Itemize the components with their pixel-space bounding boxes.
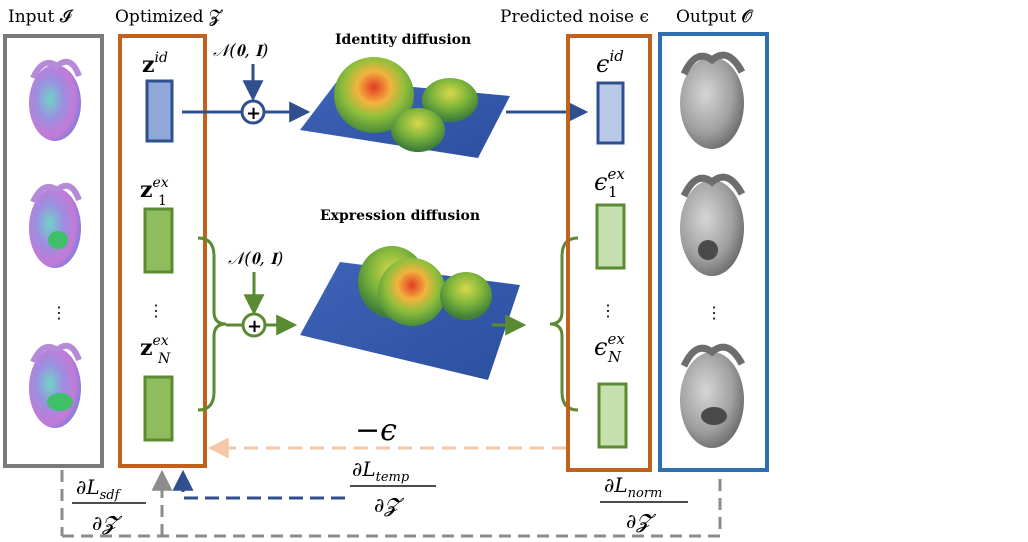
grad-norm-den: ∂𝓩	[626, 509, 656, 533]
eps-id-label: ϵid	[596, 47, 624, 78]
header-optimized: Optimized 𝓩	[115, 7, 223, 27]
input-frame	[3, 34, 104, 468]
expression-brace-right	[549, 236, 579, 412]
output-face-3	[680, 343, 746, 448]
input-face-3	[29, 342, 82, 428]
identity-diffusion-surface	[300, 57, 510, 158]
neg-eps-label: −ϵ	[355, 413, 397, 448]
header-predicted-noise: Predicted noise ϵ	[500, 7, 649, 27]
grad-temp-den: ∂𝓩	[374, 493, 404, 517]
grad-sdf: ∂Lsdf ∂𝓩	[72, 475, 146, 535]
eps-ellipsis: ⋮	[600, 301, 616, 320]
expression-diffusion-title: Expression diffusion	[320, 208, 480, 224]
eps-id-block	[596, 81, 625, 145]
z-id-block	[145, 79, 174, 143]
epsN-ex-block	[597, 382, 628, 449]
grad-norm-return-arrow	[62, 472, 722, 538]
input-face-1	[29, 58, 82, 141]
plus-sign-expression: +	[247, 316, 262, 337]
output-face-1	[680, 51, 746, 149]
z-ellipsis: ⋮	[148, 301, 164, 320]
expression-diffusion-surface	[300, 246, 520, 380]
grad-sdf-num: ∂Lsdf	[76, 475, 122, 503]
plus-sign-identity: +	[246, 103, 261, 124]
optimized-frame	[118, 34, 207, 468]
eps1-ex-block	[595, 203, 626, 270]
header-input: Input 𝓘	[8, 7, 74, 27]
grad-norm-num: ∂Lnorm	[604, 473, 662, 501]
grad-sdf-den: ∂𝓩	[92, 511, 122, 535]
grad-temp: ∂Ltemp ∂𝓩	[350, 457, 436, 517]
input-face-2	[29, 182, 82, 268]
expression-brace-left	[197, 236, 227, 412]
header-output: Output 𝓞	[676, 7, 754, 27]
z-id-label: 𝐳id	[142, 50, 168, 78]
z1-ex-block	[143, 207, 174, 274]
grad-temp-arrow	[172, 469, 345, 500]
grad-temp-num: ∂Ltemp	[352, 457, 410, 485]
zN-ex-block	[143, 375, 174, 442]
noise-label-expression: 𝒩(𝟎, 𝐈)	[228, 249, 283, 269]
output-frame	[658, 32, 769, 472]
grad-norm: ∂Lnorm ∂𝓩	[600, 473, 688, 533]
noise-label-identity: 𝒩(𝟎, 𝐈)	[213, 41, 268, 61]
output-face-2	[680, 173, 746, 276]
noise-frame	[566, 34, 652, 472]
input-ellipsis: ⋮	[51, 303, 67, 322]
identity-diffusion-title: Identity diffusion	[335, 32, 471, 48]
output-ellipsis: ⋮	[706, 303, 722, 322]
